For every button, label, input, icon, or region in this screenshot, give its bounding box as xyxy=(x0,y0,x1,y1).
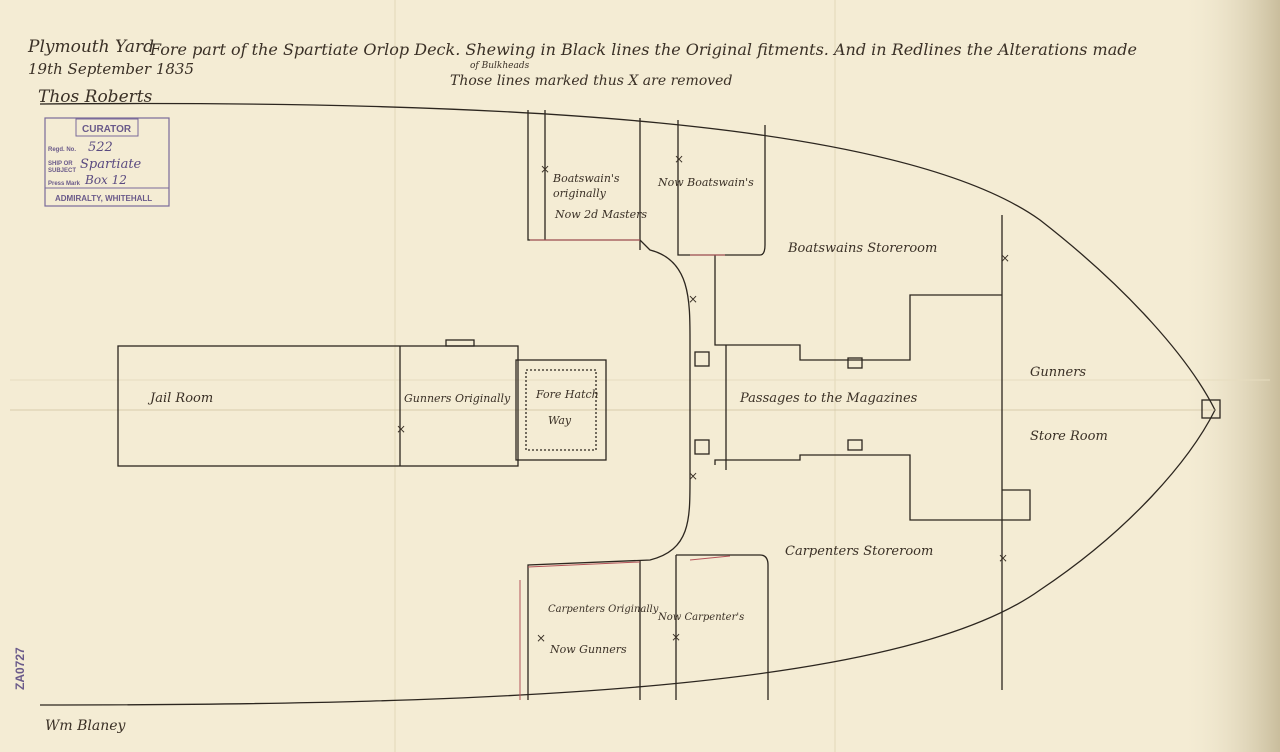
stamp-ship-label-1: SHIP OR xyxy=(48,161,73,167)
subtitle-text: Those lines marked thus X are removed xyxy=(450,73,732,89)
svg-text:×: × xyxy=(540,162,550,176)
red-alteration xyxy=(519,239,731,700)
signature-bottom: Wm Blaney xyxy=(45,718,127,734)
fore-hatch-inner xyxy=(525,369,597,451)
label-gunners-store-1: Gunners xyxy=(1030,365,1086,380)
svg-text:×: × xyxy=(998,551,1008,565)
label-fore-hatch: Fore Hatch xyxy=(535,388,599,401)
stamp-press-label: Press Mark xyxy=(48,181,81,187)
post xyxy=(847,439,863,451)
post xyxy=(694,351,710,367)
post xyxy=(847,357,863,369)
label-gunners-store-2: Store Room xyxy=(1030,429,1108,444)
stamp-footer: ADMIRALTY, WHITEHALL xyxy=(55,194,152,203)
place-text: Plymouth Yard xyxy=(27,37,154,57)
paper-edge xyxy=(1180,0,1280,752)
label-boatswains-orig-2: originally xyxy=(553,187,607,200)
svg-text:×: × xyxy=(536,631,546,645)
central-bulkhead xyxy=(527,110,691,700)
label-now-carpenters: Now Carpenter's xyxy=(657,612,744,623)
label-fore-hatch-way: Way xyxy=(548,414,572,427)
stamp-ship-label-2: SUBJECT xyxy=(48,168,76,174)
title-text: Fore part of the Spartiate Orlop Deck. S… xyxy=(149,40,1137,59)
svg-text:×: × xyxy=(688,469,698,483)
label-boatswains-storeroom: Boatswains Storeroom xyxy=(787,241,937,256)
svg-text:×: × xyxy=(396,422,406,436)
boatswain-cabins xyxy=(544,110,766,256)
label-carpenters-originally: Carpenters Originally xyxy=(548,604,659,615)
fitting xyxy=(445,339,475,347)
label-jail-room: Jail Room xyxy=(147,391,213,406)
signature-top: Thos Roberts xyxy=(38,87,153,107)
fore-hatch xyxy=(515,359,607,461)
label-now-boatswains: Now Boatswain's xyxy=(657,176,754,189)
jail-room xyxy=(117,345,519,467)
insert-text: of Bulkheads xyxy=(470,61,530,71)
label-now-gunners: Now Gunners xyxy=(549,643,627,656)
date-text: 19th September 1835 xyxy=(28,60,194,78)
stamp-regd-value: 522 xyxy=(88,140,113,155)
stamp-regd-label: Regd. No. xyxy=(48,147,76,153)
post xyxy=(694,439,710,455)
stamp-title: CURATOR xyxy=(82,124,132,135)
removal-marks: × × × × × × × × × xyxy=(396,152,1010,645)
stamp-press-value: Box 12 xyxy=(84,173,127,187)
svg-text:×: × xyxy=(688,292,698,306)
svg-text:×: × xyxy=(671,630,681,644)
label-passages: Passages to the Magazines xyxy=(739,391,918,406)
reference-number: ZA0727 xyxy=(13,647,27,690)
carpenter-cabins xyxy=(639,554,769,700)
svg-text:×: × xyxy=(1000,251,1010,265)
label-carpenters-storeroom: Carpenters Storeroom xyxy=(785,544,933,559)
label-gunners-originally: Gunners Originally xyxy=(404,392,511,405)
stem-box xyxy=(1201,399,1221,419)
stamp-ship-value: Spartiate xyxy=(80,157,142,172)
passage-walls xyxy=(714,215,1031,690)
label-now-masters: Now 2d Masters xyxy=(554,208,647,221)
label-boatswains-orig-1: Boatswain's xyxy=(552,172,620,185)
svg-text:×: × xyxy=(674,152,684,166)
curator-stamp: CURATOR Regd. No. 522 SHIP OR SUBJECT Sp… xyxy=(44,117,170,207)
